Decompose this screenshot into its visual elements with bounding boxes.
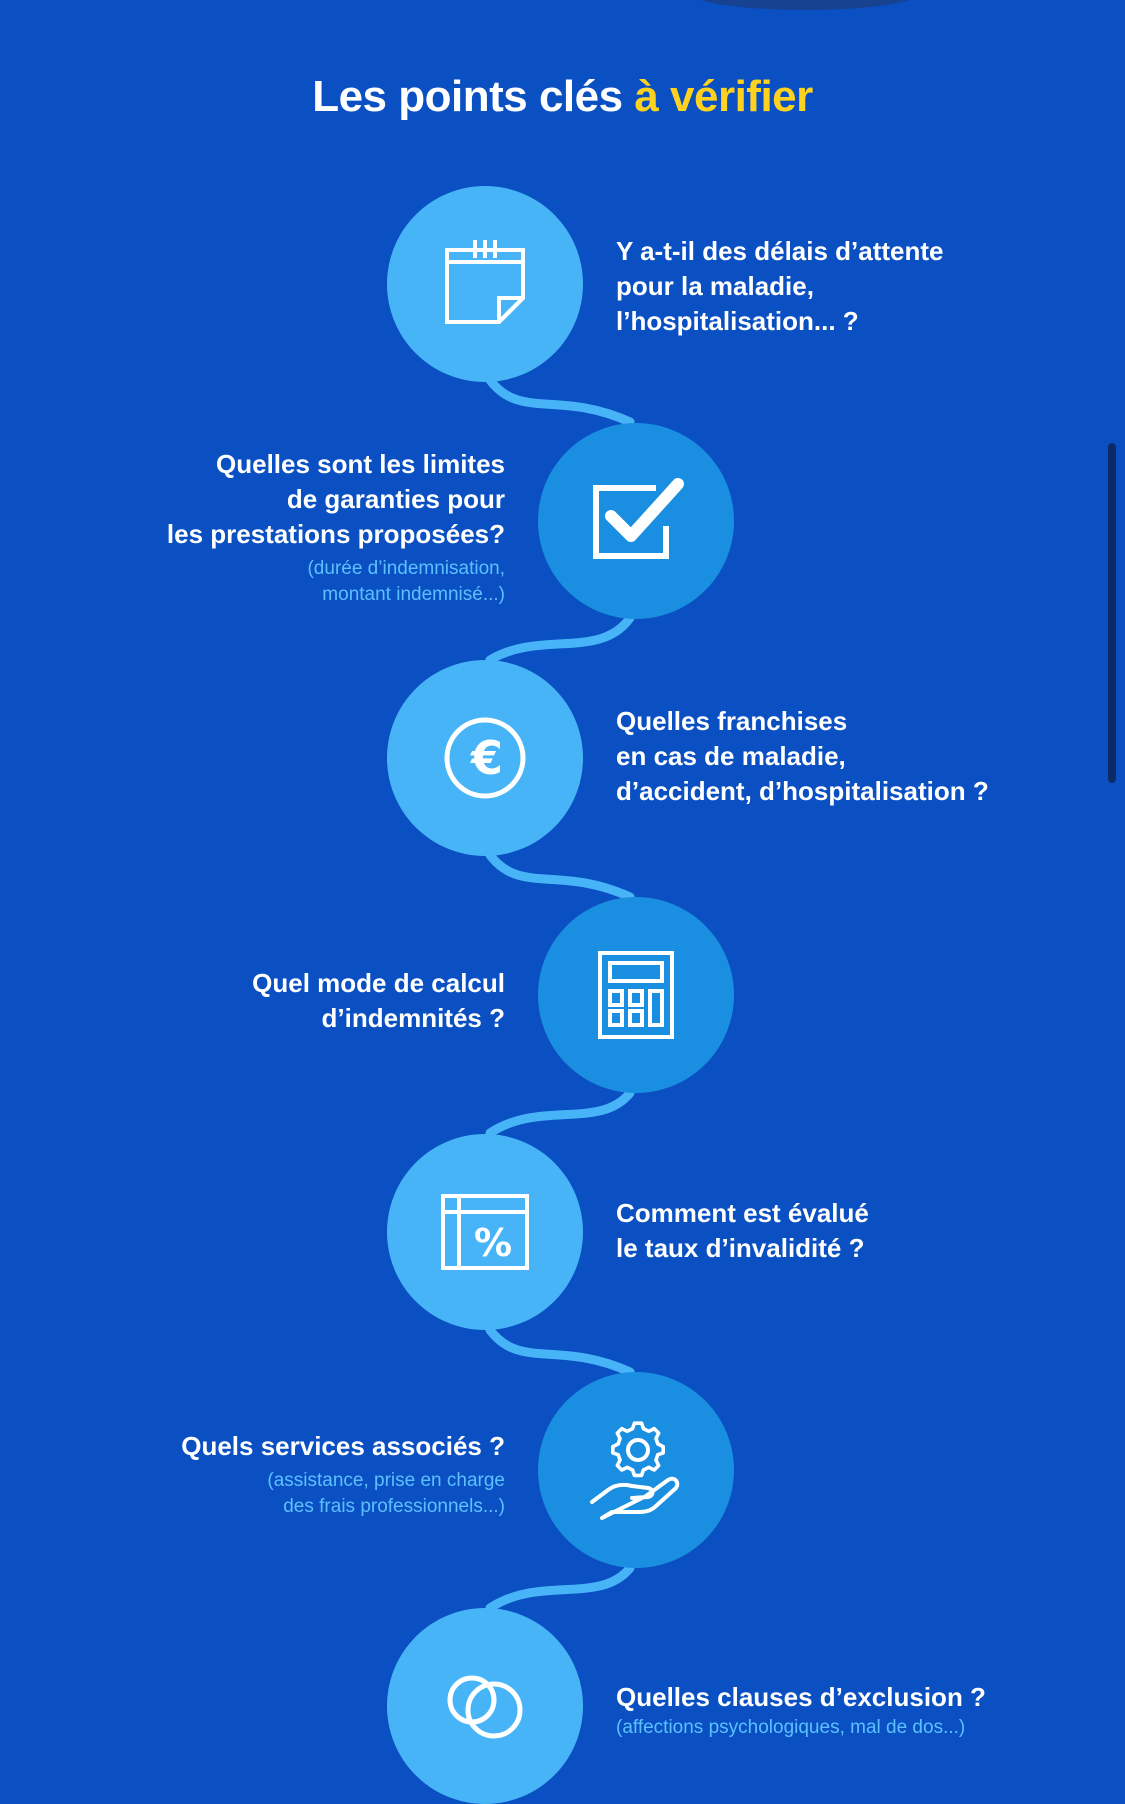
connector-5: [485, 1325, 635, 1377]
scrollbar[interactable]: [1108, 443, 1116, 783]
item-text-5: Comment est évalué le taux d’invalidité …: [616, 1198, 869, 1263]
connector-1: [485, 375, 635, 427]
checkbox-icon: [593, 478, 684, 559]
item-text-1: Y a-t-il des délais d’attente pour la ma…: [616, 236, 944, 336]
connector-6: [485, 1563, 635, 1613]
svg-text:%: %: [474, 1221, 512, 1265]
item-subtext-6: (assistance, prise en charge des frais p…: [267, 1470, 505, 1517]
gear-hand-icon: [590, 1421, 680, 1520]
calculator-icon: [598, 951, 674, 1039]
percent-icon: %: [441, 1194, 529, 1270]
calculator-circle: [538, 897, 734, 1093]
item-text-7: Quelles clauses d’exclusion ? (affection…: [616, 1680, 986, 1741]
connector-3: [485, 850, 635, 902]
calendar-icon: [445, 240, 525, 324]
euro-icon: €: [444, 717, 526, 799]
checkbox-circle: [538, 423, 734, 619]
item-text-4: Quel mode de calcul d’indemnités ?: [252, 968, 505, 1033]
svg-text:€: €: [470, 731, 503, 785]
item-text-3: Quelles franchises en cas de maladie, d’…: [616, 706, 989, 806]
gear-hand-circle: [538, 1372, 734, 1568]
connector-4: [485, 1088, 635, 1138]
overlap-circles-icon: [447, 1675, 523, 1739]
overlap-circles-circle: [387, 1608, 583, 1804]
page-title: Les points clés à vérifier: [0, 72, 1125, 122]
title-accent: à vérifier: [634, 72, 813, 121]
item-text-6: Quels services associés ? (assistance, p…: [181, 1429, 505, 1520]
item-subtext-7: (affections psychologiques, mal de dos..…: [616, 1717, 966, 1738]
connector-2: [485, 613, 635, 665]
calendar-circle: [387, 186, 583, 382]
top-decoration: [690, 0, 920, 10]
title-main: Les points clés: [312, 72, 635, 121]
item-subtext-2: (durée d’indemnisation, montant indemnis…: [307, 558, 505, 605]
euro-circle: €: [387, 660, 583, 856]
percent-circle: %: [387, 1134, 583, 1330]
item-text-2: Quelles sont les limites de garanties po…: [167, 447, 505, 608]
